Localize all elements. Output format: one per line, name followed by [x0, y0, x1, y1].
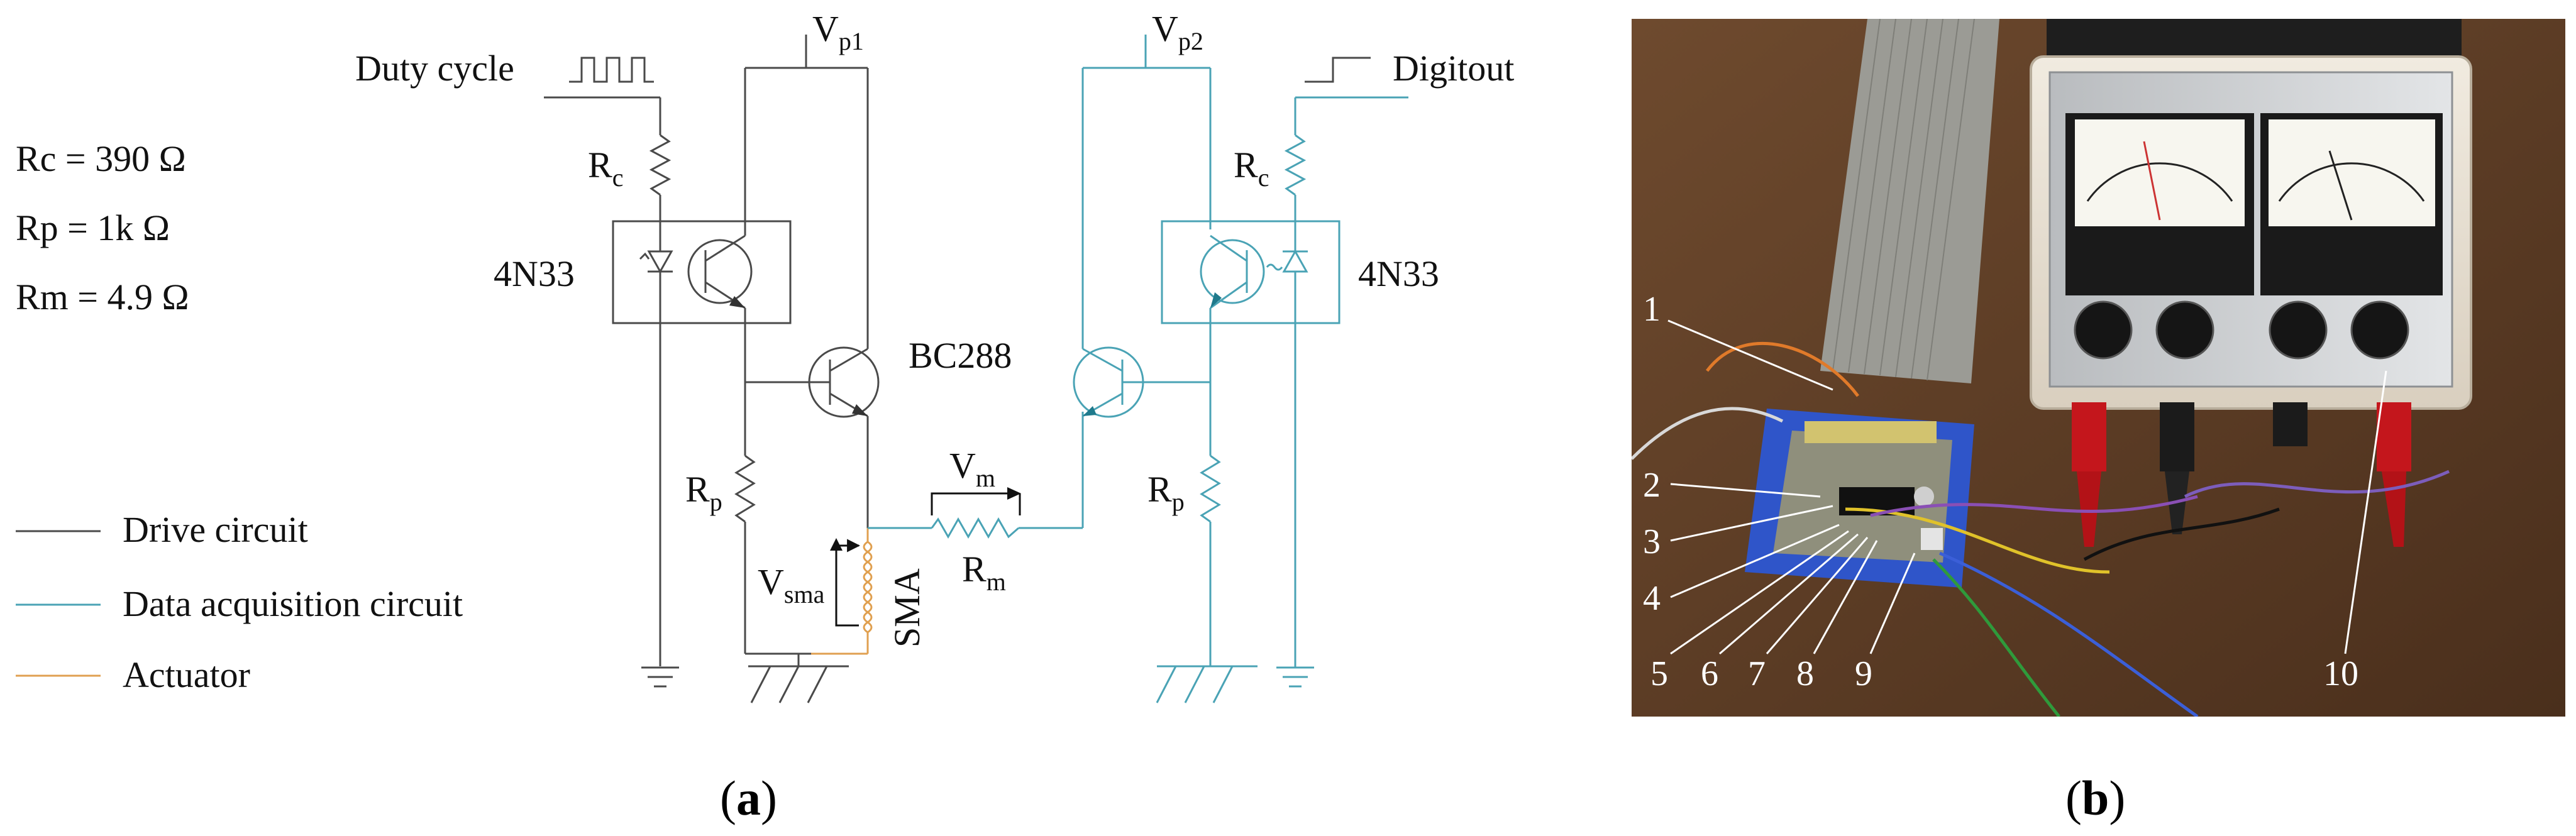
callout-2: 2	[1643, 466, 1661, 505]
param-rc: Rc = 390 Ω	[16, 138, 186, 179]
duty-waveform	[569, 57, 654, 83]
rp-right-label: Rp	[1147, 469, 1185, 516]
vp2-label: Vp2	[1152, 8, 1203, 55]
sma-actuator	[811, 528, 873, 655]
acquisition-circuit	[868, 35, 1408, 703]
digitout-label: Digitout	[1393, 48, 1514, 89]
hardware-photo: 1 2 3 4 5 6 7 8 9 10	[1632, 19, 2565, 717]
callout-1: 1	[1643, 290, 1661, 329]
opto-left-label: 4N33	[494, 253, 575, 294]
ribbon-cable	[1820, 19, 1999, 383]
caption-a: (a)	[720, 771, 777, 825]
callout-8: 8	[1796, 654, 1814, 693]
callout-6: 6	[1701, 654, 1718, 693]
knob-2	[2155, 300, 2214, 360]
resistor-rc-right	[1284, 134, 1307, 196]
knob-1	[2074, 300, 2133, 360]
knob-3	[2269, 300, 2328, 360]
callout-3: 3	[1643, 522, 1661, 561]
knob-4	[2350, 300, 2409, 360]
callout-10: 10	[2323, 654, 2358, 693]
optocoupler-right	[1161, 220, 1341, 324]
sma-label: SMA	[887, 568, 927, 647]
rc-right-label: Rc	[1234, 145, 1269, 192]
callout-4: 4	[1643, 579, 1661, 618]
vm-arrow	[931, 492, 1021, 515]
vsma-label: Vsma	[758, 561, 825, 608]
vp1-label: Vp1	[812, 8, 864, 55]
optocoupler-left	[612, 220, 792, 324]
resistor-rp-left	[734, 454, 756, 523]
transistor-label: BC288	[909, 335, 1012, 376]
caption-b: (b)	[2065, 771, 2126, 825]
legend-label-act: Actuator	[123, 654, 250, 695]
resistor-rm	[931, 517, 1019, 539]
legend-label-acq: Data acquisition circuit	[123, 583, 463, 624]
resistor-rc-left	[649, 134, 672, 196]
digitout-waveform	[1305, 57, 1371, 83]
opto-right-label: 4N33	[1358, 253, 1439, 294]
callout-9: 9	[1855, 654, 1872, 693]
duty-cycle-label: Duty cycle	[355, 48, 514, 89]
circuit-schematic: Rc = 390 Ω Rp = 1k Ω Rm = 4.9 Ω Drive ci…	[16, 8, 1514, 703]
vsma-arrow	[835, 539, 861, 627]
legend-label-drive: Drive circuit	[123, 509, 308, 550]
param-rm: Rm = 4.9 Ω	[16, 277, 189, 317]
rc-left-label: Rc	[588, 145, 623, 192]
vm-label: Vm	[949, 445, 995, 492]
callout-5: 5	[1650, 654, 1668, 693]
rp-left-label: Rp	[685, 469, 722, 516]
rm-label: Rm	[962, 549, 1006, 596]
param-rp: Rp = 1k Ω	[16, 207, 170, 248]
resistor-rp-right	[1200, 454, 1221, 523]
callout-7: 7	[1748, 654, 1766, 693]
drive-circuit	[544, 35, 880, 703]
